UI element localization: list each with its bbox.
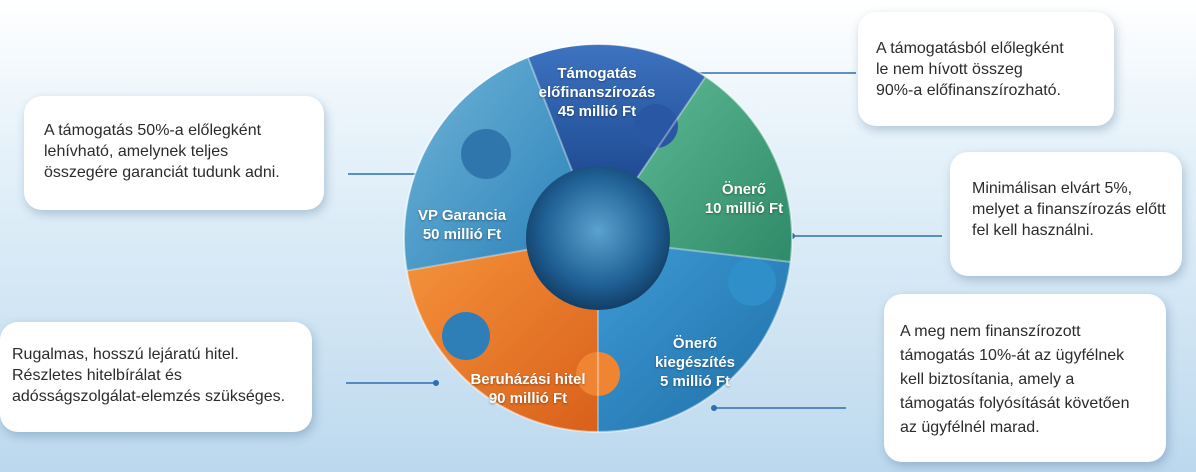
label-beruhazasi-hitel: Beruházási hitel 90 millió Ft: [470, 371, 586, 407]
ring-center: [526, 166, 670, 310]
label-vp-garancia: VP Garancia 50 millió Ft: [417, 207, 507, 243]
callout-elofinanszirozas: A támogatásból előlegként le nem hívott …: [858, 12, 1114, 126]
callout-onero: Minimálisan elvárt 5%, melyet a finanszí…: [950, 152, 1182, 276]
callout-kiegeszites-line: az ügyfélnél marad.: [900, 419, 1040, 436]
callout-kiegeszites-line: A meg nem finanszírozott: [900, 323, 1081, 340]
callout-onero-line: Minimálisan elvárt 5%,: [972, 180, 1133, 197]
callout-kiegeszites-line: támogatás 10%-át az ügyfélnek: [900, 347, 1125, 364]
segment-beruhazasi-hitel: [406, 249, 598, 432]
callout-kiegeszites-line: kell biztosítania, amely a: [900, 371, 1075, 388]
callout-hitel-line: adósságszolgálat-elemzés szükséges.: [12, 388, 286, 405]
callout-elofinanszirozas-line: le nem hívott összeg: [876, 61, 1023, 78]
callout-onero-line: fel kell használni.: [972, 222, 1094, 239]
callout-hitel-line: Részletes hitelbírálat és: [12, 367, 182, 384]
callout-garancia-line: lehívható, amelynek teljes: [44, 143, 229, 160]
segment-tamogatas: [528, 44, 706, 179]
connector-dot-hitel: [433, 380, 439, 386]
puzzle-knob-bottom: [576, 352, 620, 396]
puzzle-knob-top: [634, 104, 678, 148]
callout-hitel: Rugalmas, hosszú lejáratú hitel. Részlet…: [0, 322, 312, 432]
callout-garancia-line: összegére garanciát tudunk adni.: [44, 164, 280, 181]
label-onero: Önerő 10 millió Ft: [704, 181, 784, 217]
callout-kiegeszites-line: támogatás folyósítását követően: [900, 395, 1130, 412]
puzzle-knob-right: [728, 258, 776, 306]
puzzle-knob-bottom-left: [442, 312, 490, 360]
callout-garancia: A támogatás 50%-a előlegként lehívható, …: [24, 96, 324, 210]
label-onero-kiegeszites: Önerő kiegészítés 5 millió Ft: [654, 335, 736, 390]
callout-elofinanszirozas-line: A támogatásból előlegként: [876, 40, 1064, 57]
label-tamogatas: Támogatás előfinanszírozás 45 millió Ft: [538, 65, 656, 120]
callout-kiegeszites: A meg nem finanszírozott támogatás 10%-á…: [884, 294, 1166, 462]
callout-hitel-line: Rugalmas, hosszú lejáratú hitel.: [12, 346, 239, 363]
puzzle-knob-left: [461, 129, 511, 179]
callout-onero-line: melyet a finanszírozás előtt: [972, 201, 1166, 218]
callout-elofinanszirozas-line: 90%-a előfinanszírozható.: [876, 82, 1061, 99]
callout-garancia-line: A támogatás 50%-a előlegként: [44, 122, 262, 139]
connector-dot-kiegeszites: [711, 405, 717, 411]
